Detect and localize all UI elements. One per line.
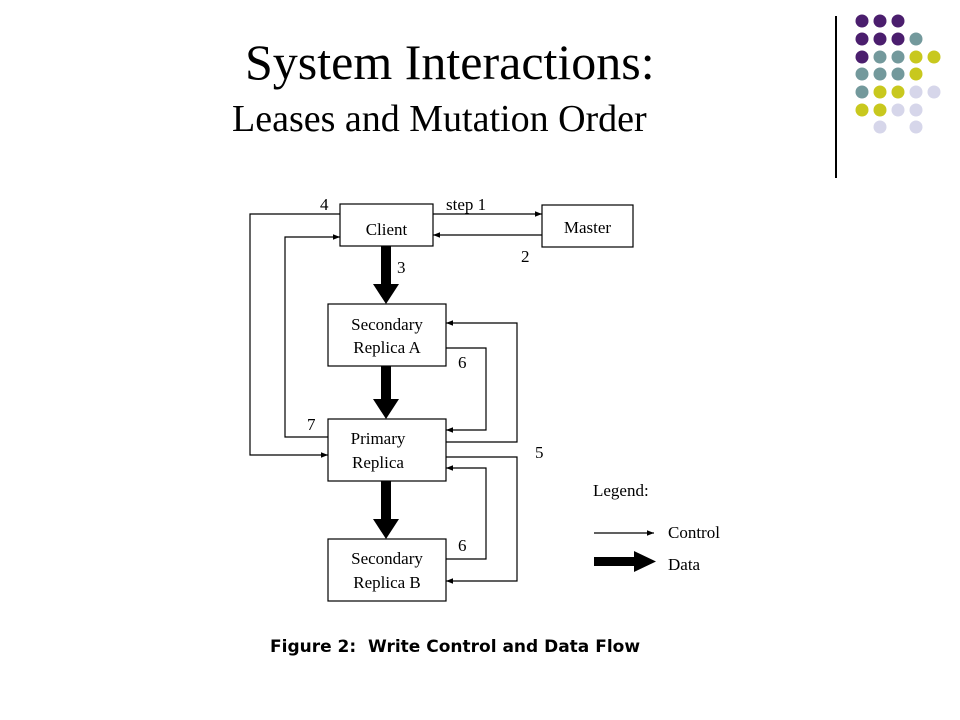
secondary-a-label-line1: Secondary [351,315,423,334]
control-arrow-step5-to-b [446,456,518,584]
decorative-dot-grid [855,14,941,134]
data-arrow-primary-to-b [373,481,399,539]
client-node: Client [339,203,434,247]
legend: Legend: Control Data [593,481,720,574]
legend-control-label: Control [668,523,720,542]
control-arrow-step6-from-a [446,347,487,433]
decorative-dot [909,120,923,134]
decorative-dot [855,67,869,81]
master-label: Master [564,218,612,237]
step-5-label: 5 [535,443,544,462]
primary-label-line2: Replica [352,453,404,472]
secondary-replica-b-node: Secondary Replica B [327,538,447,602]
decorative-dot [891,50,905,64]
decorative-dot [891,14,905,28]
legend-data-arrowhead [634,551,656,572]
decorative-dot [909,67,923,81]
step-2-label: 2 [521,247,530,266]
decorative-dot [891,67,905,81]
data-arrow-a-to-primary [373,366,399,419]
legend-title: Legend: [593,481,649,500]
control-arrow-step6-from-b [446,465,487,560]
decorative-dot [873,50,887,64]
decorative-dot [873,67,887,81]
secondary-b-label-line2: Replica B [353,573,421,592]
decorative-dot [909,103,923,117]
master-node: Master [541,204,634,248]
primary-replica-node: Primary Replica [327,418,447,482]
step-1-label: step 1 [446,195,486,214]
decorative-dot [891,103,905,117]
client-label: Client [366,220,408,239]
step-4-label: 4 [320,195,329,214]
control-arrow-step5-to-a [446,320,518,443]
secondary-a-label-line2: Replica A [353,338,421,357]
decorative-dot [927,85,941,99]
decorative-dot [927,50,941,64]
control-arrow-step7 [284,234,340,438]
decorative-dot [855,32,869,46]
legend-data-bar [594,557,634,566]
decorative-dot [891,32,905,46]
legend-data-label: Data [668,555,701,574]
decorative-dot [873,32,887,46]
decorative-dot [873,85,887,99]
decorative-dot [855,103,869,117]
title-divider [835,16,837,178]
decorative-dot [873,120,887,134]
step-6-label-a: 6 [458,353,467,372]
slide-title: System Interactions: [245,34,655,90]
secondary-replica-a-node: Secondary Replica A [327,303,447,367]
control-arrow-step4 [249,213,340,458]
secondary-b-label-line1: Secondary [351,549,423,568]
decorative-dot [891,85,905,99]
figure-caption: Figure 2: Write Control and Data Flow [270,637,640,657]
decorative-dot [909,32,923,46]
step-3-label: 3 [397,258,406,277]
slide-subtitle: Leases and Mutation Order [232,98,647,140]
step-7-label: 7 [307,415,316,434]
decorative-dot [873,14,887,28]
decorative-dot [909,50,923,64]
decorative-dot [909,85,923,99]
primary-label-line1: Primary [351,429,406,448]
decorative-dot [855,50,869,64]
data-arrow-client-to-a [373,246,399,304]
step-6-label-b: 6 [458,536,467,555]
decorative-dot [855,85,869,99]
decorative-dot [873,103,887,117]
decorative-dot [855,14,869,28]
